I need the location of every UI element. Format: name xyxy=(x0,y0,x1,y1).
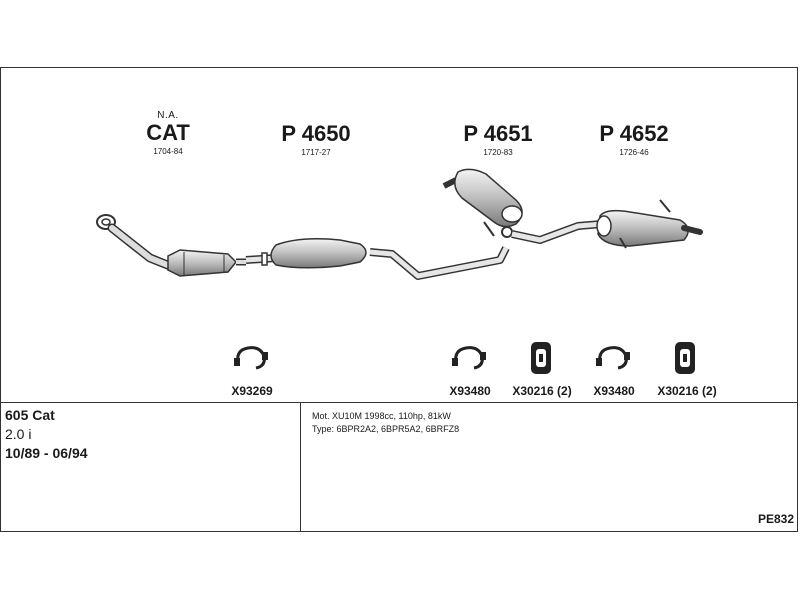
part-range: 1704-84 xyxy=(153,147,183,156)
diagram-frame xyxy=(0,67,798,532)
clamp-icon xyxy=(234,346,268,370)
reference-code: PE832 xyxy=(757,512,794,526)
part-code: P 4652 xyxy=(599,121,669,146)
part-range: 1717-27 xyxy=(301,148,331,157)
part-range: 1726-46 xyxy=(619,148,649,157)
engine-specs: Mot. XU10M 1998cc, 110hp, 81kW Type: 6BP… xyxy=(312,410,459,436)
part-label-p4650: P 4650 1717-27 xyxy=(281,121,351,158)
part-label-cat: N.A. CAT 1704-84 xyxy=(146,110,190,156)
rear-silencer-2 xyxy=(511,199,703,249)
part-code: CAT xyxy=(146,120,190,145)
part-code: P 4651 xyxy=(463,121,533,146)
accessory-code: X30216 (2) xyxy=(512,384,572,398)
accessory-code: X93480 xyxy=(449,384,491,398)
accessory-code: X30216 (2) xyxy=(657,384,717,398)
info-divider xyxy=(0,402,798,403)
part-range: 1720-83 xyxy=(483,148,513,157)
front-downpipe xyxy=(96,214,175,271)
type-spec: Type: 6BPR2A2, 6BPR5A2, 6BRFZ8 xyxy=(312,424,460,434)
vehicle-info: 605 Cat 2.0 i 10/89 - 06/94 xyxy=(5,406,88,463)
motor-spec: Mot. XU10M 1998cc, 110hp, 81kW xyxy=(312,411,451,421)
rear-silencer-1 xyxy=(442,168,523,238)
info-column-divider xyxy=(300,402,301,532)
rubber-mount-icon xyxy=(531,342,551,374)
part-label-p4651: P 4651 1720-83 xyxy=(463,121,533,158)
clamp-icon xyxy=(452,346,486,370)
middle-silencer xyxy=(245,238,510,280)
part-code: P 4650 xyxy=(281,121,351,146)
accessory-code: X93480 xyxy=(593,384,635,398)
clamp-icon xyxy=(596,346,630,370)
vehicle-model: 605 Cat xyxy=(5,407,55,423)
accessory-code: X93269 xyxy=(231,384,273,398)
vehicle-engine: 2.0 i xyxy=(5,426,32,442)
part-note: N.A. xyxy=(157,110,179,121)
part-label-p4652: P 4652 1726-46 xyxy=(599,121,669,158)
vehicle-years: 10/89 - 06/94 xyxy=(5,445,88,461)
catalytic-converter xyxy=(167,249,246,277)
rubber-mount-icon xyxy=(675,342,695,374)
